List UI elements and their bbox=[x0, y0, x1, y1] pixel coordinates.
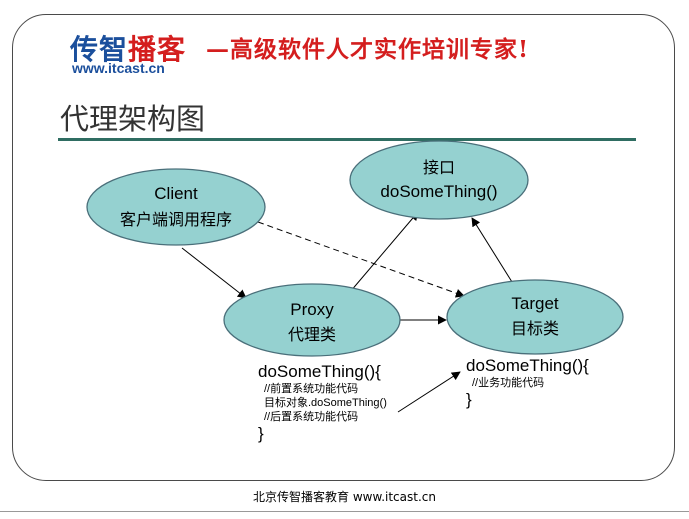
target-code-block: doSomeThing(){ //业务功能代码 } bbox=[466, 356, 589, 410]
node-proxy: Proxy 代理类 bbox=[223, 283, 401, 357]
slide-title: 代理架构图 bbox=[60, 102, 206, 136]
title-underline bbox=[58, 138, 636, 141]
node-interface-line2: doSomeThing() bbox=[380, 182, 497, 201]
logo-text-part1: 传智 bbox=[70, 33, 129, 66]
node-client-line2: 客户端调用程序 bbox=[120, 211, 232, 229]
proxy-code-block: doSomeThing(){ //前置系统功能代码 目标对象.doSomeThi… bbox=[258, 362, 387, 444]
target-code-line1: //业务功能代码 bbox=[472, 377, 545, 389]
node-interface-line1: 接口 bbox=[423, 159, 455, 177]
logo-text: 传智播客 bbox=[70, 28, 186, 68]
node-client: Client 客户端调用程序 bbox=[86, 168, 266, 246]
edge-proxy-to-interface bbox=[349, 211, 419, 293]
edge-client-to-target-dashed bbox=[257, 221, 465, 298]
edge-client-to-proxy bbox=[181, 247, 247, 299]
edge-code-call-arrow bbox=[397, 371, 461, 413]
node-client-line1: Client bbox=[154, 184, 198, 203]
proxy-code-line1: //前置系统功能代码 bbox=[264, 383, 359, 395]
target-code-close: } bbox=[466, 390, 472, 409]
proxy-code-signature: doSomeThing(){ bbox=[258, 362, 381, 381]
target-code-signature: doSomeThing(){ bbox=[466, 356, 589, 375]
node-interface: 接口 doSomeThing() bbox=[349, 140, 529, 220]
slide-frame bbox=[12, 14, 675, 481]
node-proxy-line1: Proxy bbox=[290, 300, 334, 319]
edge-target-to-interface bbox=[471, 217, 513, 283]
node-target: Target 目标类 bbox=[446, 279, 624, 355]
node-target-line2: 目标类 bbox=[511, 320, 559, 338]
proxy-code-line3: //后置系统功能代码 bbox=[264, 411, 359, 423]
node-target-line1: Target bbox=[511, 294, 559, 313]
slogan: —高级软件人才实作培训专家! bbox=[206, 36, 530, 63]
footer-text: 北京传智播客教育 www.itcast.cn bbox=[253, 490, 436, 504]
proxy-code-close: } bbox=[258, 424, 264, 443]
bottom-divider bbox=[0, 511, 689, 512]
logo-text-part2: 播客 bbox=[128, 33, 187, 66]
proxy-code-line2: 目标对象.doSomeThing() bbox=[264, 397, 387, 409]
node-proxy-line2: 代理类 bbox=[288, 326, 336, 344]
logo-url: www.itcast.cn bbox=[72, 60, 165, 76]
